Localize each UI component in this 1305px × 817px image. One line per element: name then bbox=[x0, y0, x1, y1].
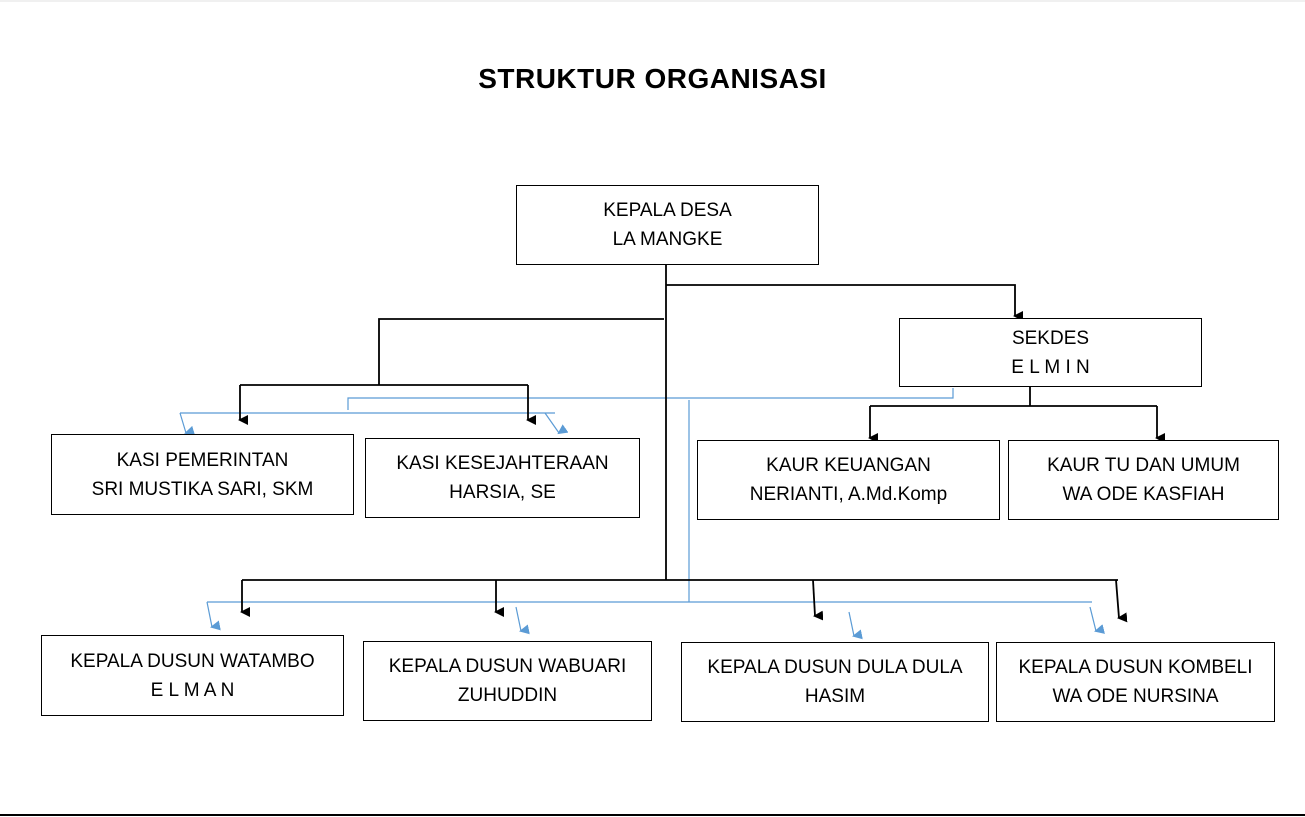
node-dusun-dula-dula: KEPALA DUSUN DULA DULA HASIM bbox=[681, 642, 989, 722]
blue-arrow-kasi-pemerintan bbox=[179, 412, 196, 436]
node-sekdes: SEKDES E L M I N bbox=[899, 318, 1202, 387]
node-name: E L M I N bbox=[1011, 356, 1090, 378]
node-name: E L M A N bbox=[150, 679, 235, 701]
node-name: ZUHUDDIN bbox=[457, 685, 558, 706]
arrow-dusun-dula-dula bbox=[812, 579, 824, 621]
node-kaur-keuangan: KAUR KEUANGAN NERIANTI, A.Md.Komp bbox=[697, 440, 1000, 520]
blue-arrow-dusun-kombeli bbox=[1089, 606, 1105, 634]
node-name: NERIANTI, A.Md.Komp bbox=[749, 484, 948, 505]
node-kaur-tu-umum: KAUR TU DAN UMUM WA ODE KASFIAH bbox=[1008, 440, 1279, 520]
node-dusun-watambo: KEPALA DUSUN WATAMBO E L M A N bbox=[41, 635, 344, 716]
arrow-dusun-kombeli bbox=[1115, 579, 1128, 623]
bottom-border bbox=[0, 814, 1305, 816]
blue-arrow-kasi-kesejahteraan bbox=[544, 412, 569, 435]
blue-arrow-dusun-watambo bbox=[206, 601, 221, 631]
blue-line-sekdes-left bbox=[347, 388, 954, 410]
node-name: LA MANGKE bbox=[612, 229, 723, 250]
node-role: KEPALA DESA bbox=[603, 200, 732, 221]
node-role: KEPALA DUSUN WABUARI bbox=[388, 656, 627, 677]
top-border bbox=[0, 0, 1305, 2]
page-title: STRUKTUR ORGANISASI bbox=[478, 63, 827, 94]
node-role: KEPALA DUSUN WATAMBO bbox=[70, 650, 315, 672]
blue-arrow-dusun-wabuari bbox=[515, 606, 530, 635]
node-role: KEPALA DUSUN KOMBELI bbox=[1018, 657, 1253, 678]
node-role: KEPALA DUSUN DULA DULA bbox=[707, 657, 963, 678]
node-name: HARSIA, SE bbox=[449, 482, 556, 503]
node-kepala-desa: KEPALA DESA LA MANGKE bbox=[516, 185, 819, 265]
node-dusun-wabuari: KEPALA DUSUN WABUARI ZUHUDDIN bbox=[363, 641, 652, 721]
line-to-kasi bbox=[378, 318, 664, 385]
node-name: HASIM bbox=[804, 686, 866, 707]
node-role: KAUR TU DAN UMUM bbox=[1047, 455, 1240, 476]
node-role: KASI PEMERINTAN bbox=[116, 449, 289, 471]
primary-lines bbox=[238, 265, 1165, 623]
node-name: WA ODE KASFIAH bbox=[1062, 484, 1225, 505]
secondary-lines bbox=[179, 388, 1105, 640]
blue-arrow-dusun-dula-dula bbox=[848, 611, 863, 640]
node-name: WA ODE NURSINA bbox=[1052, 686, 1219, 707]
node-role: SEKDES bbox=[1011, 327, 1090, 349]
node-kasi-pemerintan: KASI PEMERINTAN SRI MUSTIKA SARI, SKM bbox=[51, 434, 354, 515]
node-role: KASI KESEJAHTERAAN bbox=[396, 453, 609, 474]
node-role: KAUR KEUANGAN bbox=[766, 455, 931, 476]
line-to-sekdes bbox=[666, 284, 1023, 321]
node-dusun-kombeli: KEPALA DUSUN KOMBELI WA ODE NURSINA bbox=[996, 642, 1275, 722]
node-kasi-kesejahteraan: KASI KESEJAHTERAAN HARSIA, SE bbox=[365, 438, 640, 518]
node-name: SRI MUSTIKA SARI, SKM bbox=[91, 478, 314, 500]
